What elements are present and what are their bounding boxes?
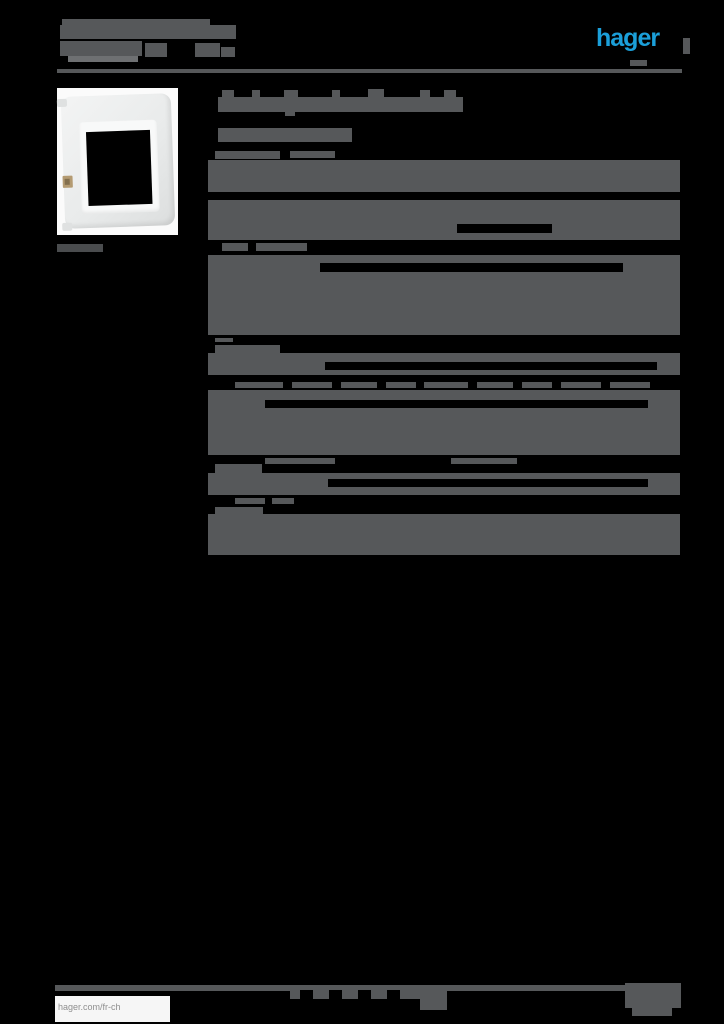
text-dash [477,382,513,388]
row-label [256,243,307,251]
text-dash [561,382,601,388]
text-dash [292,382,332,388]
text-dash [235,498,265,504]
header-title-line2-word [221,47,235,57]
text-dash [235,382,283,388]
text-dash [610,382,650,388]
text-dash [265,458,335,464]
text-gap [265,400,648,408]
cert-mark-icon [329,990,342,999]
cert-mark-icon [387,990,400,999]
text-gap [325,362,657,370]
header-rule [57,69,682,73]
row-label [215,338,233,342]
section-label [218,128,352,142]
product-photo [56,88,178,235]
header-title-line1-ascenders [62,19,210,25]
footer-tab [420,999,447,1010]
row-label [215,464,262,473]
footer-right-tail [632,1008,672,1016]
text-dash [341,382,377,388]
header-title-line2 [60,41,142,56]
footer-right-block [625,983,681,1008]
text-gap [328,479,648,487]
text-gap [320,263,623,272]
header-title-line2-word [195,43,220,57]
hager-logo: hager [596,24,660,52]
text-dash [272,498,294,504]
website-link-box[interactable]: hager.com/fr-ch [55,996,170,1022]
row-label [215,345,280,354]
header-title-line2-word [145,43,167,57]
row-label [215,151,280,159]
photo-caption [57,244,103,252]
row-label [215,507,263,514]
product-heading [218,97,463,112]
text-block [208,160,680,192]
text-dash [386,382,416,388]
product-heading-descender [285,112,295,116]
row-label [290,151,335,158]
cert-mark-icon [358,990,371,999]
product-heading-ascender [222,90,234,98]
row-label [222,243,248,251]
product-heading-ascender [444,90,456,98]
website-url[interactable]: hager.com/fr-ch [58,1002,121,1012]
cert-mark-icon [300,990,313,999]
text-block [208,514,680,555]
header-subtitle [68,56,138,62]
header-title-line1 [60,25,236,39]
text-gap [457,224,552,233]
text-dash [522,382,552,388]
text-block [208,200,680,240]
logo-fragment [630,60,647,66]
product-heading-ascender [252,90,260,98]
logo-fragment [683,38,690,54]
product-heading-ascender [420,90,430,98]
text-dash [451,458,517,464]
product-heading-ascender [284,90,298,98]
text-dash [424,382,468,388]
product-heading-ascender [332,90,340,98]
product-heading-ascender [368,89,384,98]
